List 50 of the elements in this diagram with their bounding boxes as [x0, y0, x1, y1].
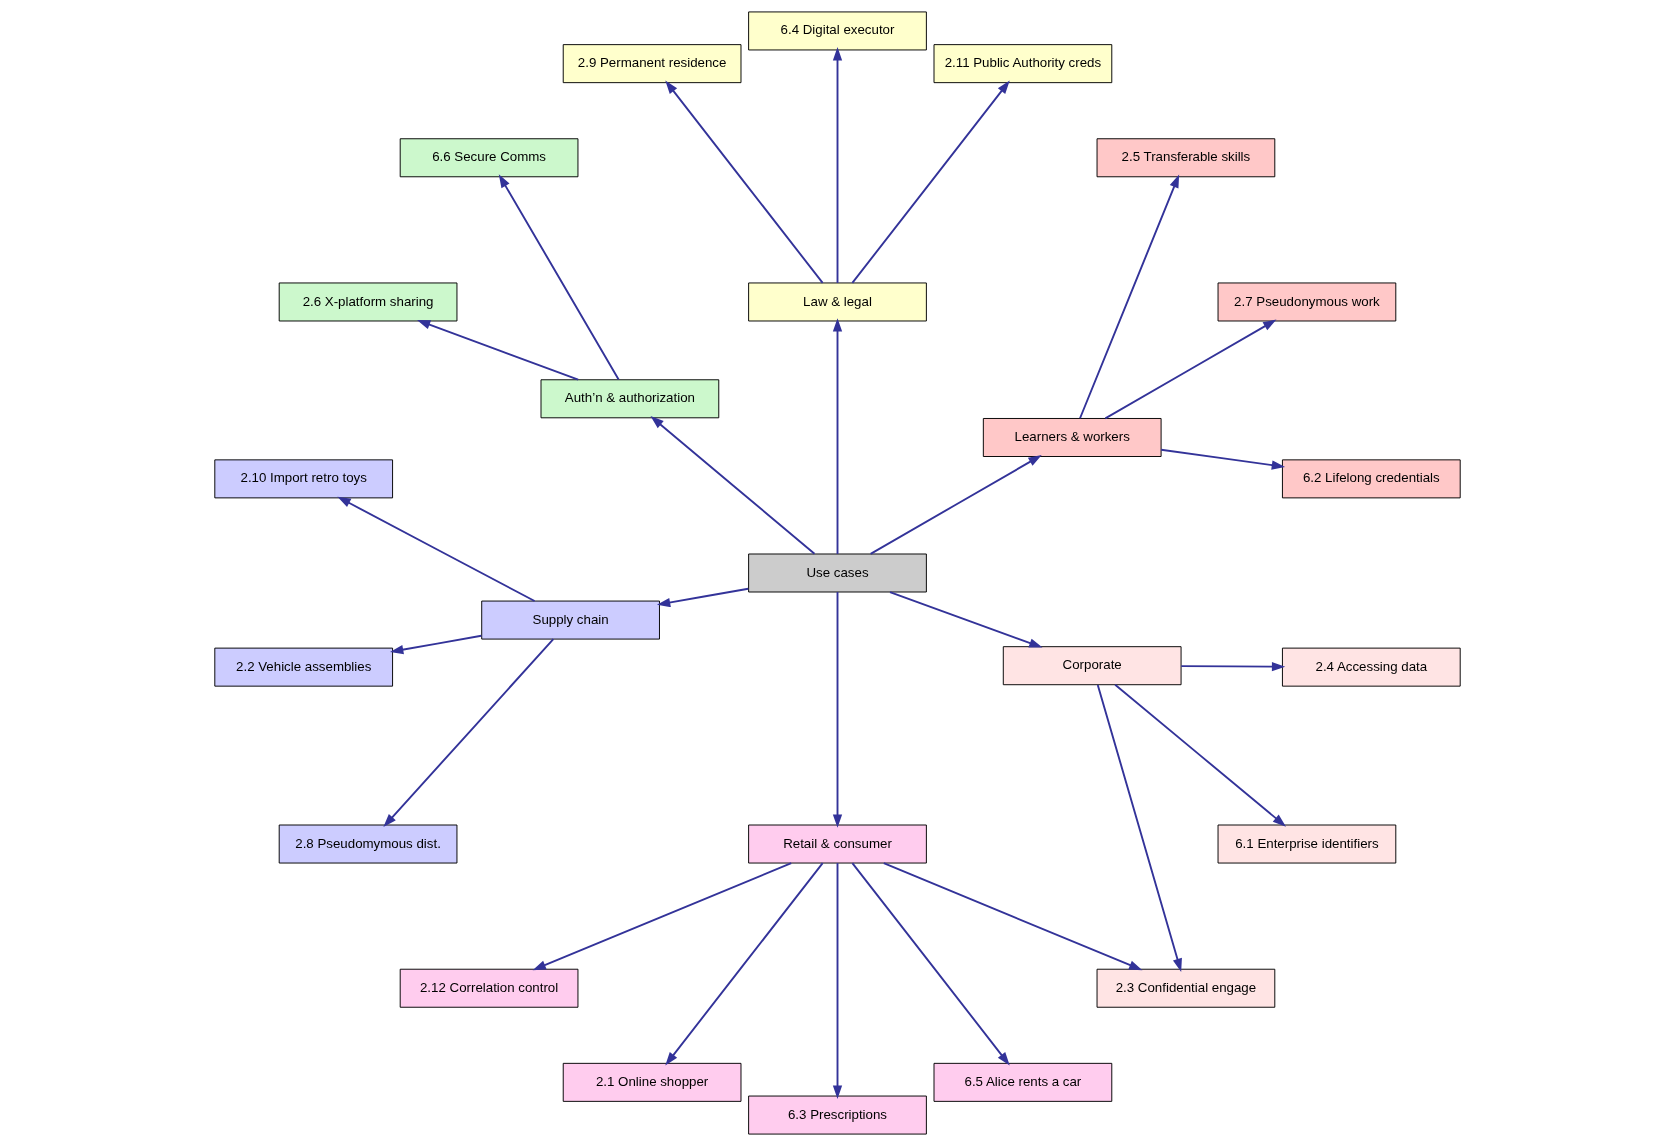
node-box: 2.7 Pseudonymous work: [1217, 282, 1396, 322]
node-box: 2.3 Confidential engage: [1096, 968, 1275, 1008]
node-box: 6.4 Digital executor: [747, 11, 927, 51]
arrow: [832, 862, 842, 1099]
node-box: 6.2 Lifelong credentials: [1281, 459, 1461, 499]
node-box: 2.1 Online shopper: [562, 1062, 741, 1102]
node-box: 2.2 Vehicle assemblies: [213, 647, 393, 687]
node-box: 6.6 Secure Comms: [399, 138, 578, 178]
arrow: [389, 634, 482, 655]
arrow: [882, 862, 1142, 971]
arrow: [850, 80, 1010, 284]
arrow: [1179, 661, 1285, 672]
arrow: [382, 638, 554, 828]
node-box: Supply chain: [480, 600, 660, 640]
arrow: [832, 47, 842, 284]
arrow: [832, 591, 842, 828]
arrow: [1113, 683, 1286, 827]
node-box: Law & legal: [747, 282, 927, 322]
arrow: [664, 80, 824, 284]
arrow: [1103, 319, 1276, 420]
arrow: [1078, 174, 1179, 420]
node-box: 6.5 Alice rents a car: [933, 1062, 1112, 1102]
arrow: [1159, 448, 1285, 470]
arrow: [832, 318, 842, 555]
node-box: 2.10 Import retro toys: [213, 459, 393, 499]
node-box: 2.5 Transferable skills: [1096, 138, 1275, 178]
arrow: [336, 496, 536, 602]
arrow: [656, 587, 749, 608]
node-box: Retail & consumer: [747, 824, 927, 864]
arrow: [850, 862, 1010, 1066]
node-box: Use cases: [747, 553, 927, 593]
arrow: [532, 862, 792, 971]
arrow: [888, 591, 1042, 648]
node-box: 6.3 Prescriptions: [747, 1095, 927, 1135]
node-box: 2.8 Pseudomymous dist.: [278, 824, 457, 864]
arrow: [664, 862, 824, 1066]
node-box: 6.1 Enterprise identifiers: [1217, 824, 1396, 864]
node-box: 2.11 Public Authority creds: [933, 44, 1112, 84]
node-box: Learners & workers: [982, 418, 1162, 457]
arrow: [498, 174, 620, 381]
arrow: [649, 416, 815, 555]
node-box: Corporate: [1002, 646, 1182, 686]
node-box: 2.12 Correlation control: [399, 968, 578, 1008]
node-box: Auth’n & authorization: [540, 379, 719, 419]
node-box: 2.9 Permanent residence: [562, 44, 741, 84]
node-box: 2.4 Accessing data: [1281, 647, 1461, 687]
arrow: [1096, 683, 1182, 972]
arrow: [869, 455, 1042, 555]
node-box: 2.6 X-platform sharing: [278, 282, 457, 322]
arrow: [416, 320, 579, 381]
